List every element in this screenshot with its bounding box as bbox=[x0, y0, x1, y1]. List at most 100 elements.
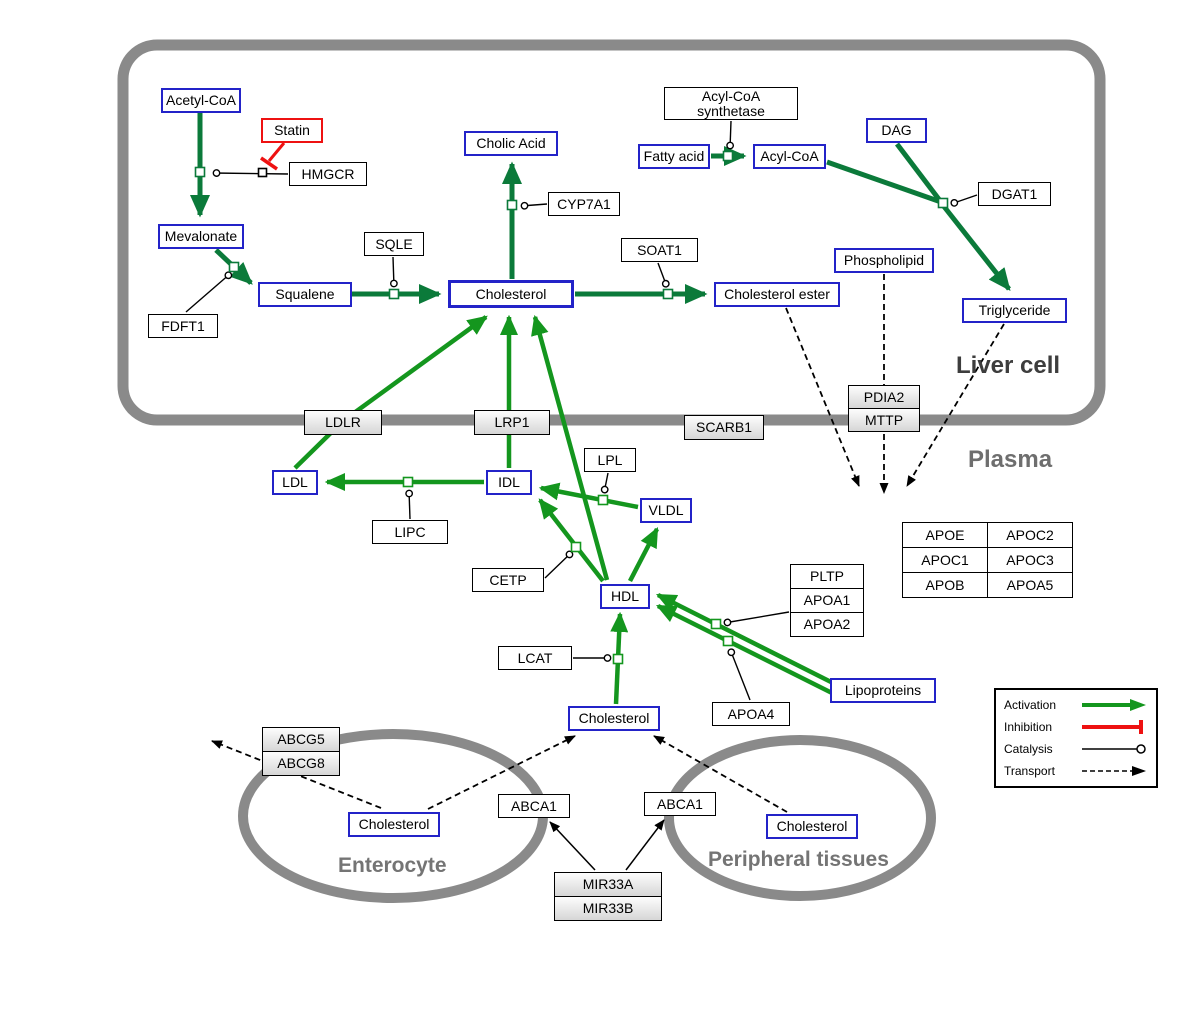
node-lipoproteins[interactable]: Lipoproteins bbox=[830, 678, 936, 703]
transport-cholesterol-ester-to-plasma bbox=[785, 307, 860, 487]
anchor-acyl-coa-synthetase bbox=[722, 150, 734, 162]
edge-acylcoa-to-dgat-junction bbox=[826, 159, 942, 205]
node-acyl-coa[interactable]: Acyl-CoA bbox=[753, 144, 826, 169]
node-apoc1[interactable]: APOC1 bbox=[902, 547, 988, 573]
catalysis-circle-icon bbox=[1082, 744, 1146, 754]
edge-hdl-to-idl bbox=[538, 498, 605, 583]
node-fatty-acid[interactable]: Fatty acid bbox=[638, 144, 710, 169]
plasma-label: Plasma bbox=[968, 446, 1053, 473]
node-apoc2[interactable]: APOC2 bbox=[987, 522, 1073, 548]
statin-inhibition-line bbox=[267, 142, 286, 162]
liver-conversion-edges bbox=[190, 113, 1011, 304]
node-acetyl-coa[interactable]: Acetyl-CoA bbox=[161, 88, 241, 113]
anchor-apoa-group bbox=[710, 618, 722, 630]
node-sqle[interactable]: SQLE bbox=[364, 232, 424, 256]
node-cholic-acid[interactable]: Cholic Acid bbox=[464, 131, 558, 156]
catalysis-acyl-coa-synthetase bbox=[726, 120, 735, 150]
catalysis-apoa4 bbox=[727, 648, 751, 701]
edge-hdl-to-liver-cholesterol bbox=[531, 314, 610, 581]
node-phospholipid[interactable]: Phospholipid bbox=[834, 248, 934, 273]
node-pltp[interactable]: PLTP bbox=[790, 564, 864, 589]
edge-junction-to-triglyceride bbox=[940, 202, 1011, 291]
anchor-cetp bbox=[570, 541, 582, 553]
anchor-hmgcr bbox=[194, 166, 206, 178]
peripheral-tissues-label: Peripheral tissues bbox=[708, 848, 889, 871]
node-apoc3[interactable]: APOC3 bbox=[987, 547, 1073, 573]
liver-cell-membrane bbox=[117, 39, 1106, 426]
transport-peripheral-to-plasma-cholesterol bbox=[653, 735, 788, 813]
catalysis-soat1 bbox=[657, 262, 670, 288]
transport-edges bbox=[211, 274, 1005, 813]
legend-inhibition-label: Inhibition bbox=[1004, 720, 1053, 734]
anchor-apoa4 bbox=[722, 635, 734, 647]
node-apoe[interactable]: APOE bbox=[902, 522, 988, 548]
node-scarb1[interactable]: SCARB1 bbox=[684, 415, 764, 440]
node-ldlr[interactable]: LDLR bbox=[304, 410, 382, 435]
node-mttp[interactable]: MTTP bbox=[848, 408, 920, 432]
node-pdia2[interactable]: PDIA2 bbox=[848, 385, 920, 409]
node-cholesterol-peripheral[interactable]: Cholesterol bbox=[766, 814, 858, 839]
edge-lipoproteins-to-hdl-upper bbox=[655, 592, 835, 686]
catalysis-dgat1 bbox=[950, 194, 978, 207]
node-apoa4[interactable]: APOA4 bbox=[712, 702, 790, 726]
node-cetp[interactable]: CETP bbox=[472, 568, 544, 592]
anchor-lipc bbox=[402, 476, 414, 488]
node-lrp1[interactable]: LRP1 bbox=[474, 410, 550, 435]
enterocyte-label: Enterocyte bbox=[338, 854, 447, 877]
node-cyp7a1[interactable]: CYP7A1 bbox=[548, 192, 620, 216]
node-cholesterol-enterocyte[interactable]: Cholesterol bbox=[348, 812, 440, 837]
catalysis-edges bbox=[185, 120, 978, 701]
catalysis-fdft1 bbox=[185, 271, 233, 313]
anchor-dgat1 bbox=[937, 197, 949, 209]
node-abca1-right[interactable]: ABCA1 bbox=[644, 792, 716, 816]
catalysis-lipc bbox=[405, 489, 414, 520]
catalysis-lpl bbox=[600, 472, 609, 494]
node-mevalonate[interactable]: Mevalonate bbox=[158, 224, 244, 249]
node-apoa1[interactable]: APOA1 bbox=[790, 588, 864, 613]
node-triglyceride[interactable]: Triglyceride bbox=[962, 298, 1067, 323]
catalysis-hmgcr bbox=[212, 169, 289, 177]
node-cholesterol-liver[interactable]: Cholesterol bbox=[448, 280, 574, 308]
edge-mir33-to-abca1-left bbox=[549, 821, 596, 871]
anchor-soat1 bbox=[662, 288, 674, 300]
node-idl[interactable]: IDL bbox=[486, 470, 532, 495]
mir33-edges bbox=[549, 819, 665, 871]
node-dag[interactable]: DAG bbox=[866, 118, 927, 143]
node-lpl[interactable]: LPL bbox=[584, 448, 636, 472]
node-cholesterol-ester[interactable]: Cholesterol ester bbox=[714, 282, 840, 307]
node-apoa2[interactable]: APOA2 bbox=[790, 612, 864, 637]
node-ldl[interactable]: LDL bbox=[272, 470, 318, 495]
node-acyl-coa-synthetase[interactable]: Acyl-CoA synthetase bbox=[664, 87, 798, 120]
node-soat1[interactable]: SOAT1 bbox=[621, 238, 698, 262]
node-fdft1[interactable]: FDFT1 bbox=[148, 314, 218, 338]
anchor-cyp7a1 bbox=[506, 199, 518, 211]
legend-row-catalysis: Catalysis bbox=[1004, 739, 1148, 759]
node-statin[interactable]: Statin bbox=[261, 118, 323, 143]
node-vldl[interactable]: VLDL bbox=[640, 498, 692, 523]
edge-vldl-to-idl bbox=[538, 482, 639, 510]
edge-dag-to-dgat-junction bbox=[895, 142, 943, 204]
node-abcg8[interactable]: ABCG8 bbox=[262, 751, 340, 776]
anchor-sqle bbox=[388, 288, 400, 300]
legend-activation-label: Activation bbox=[1004, 698, 1057, 712]
node-lipc[interactable]: LIPC bbox=[372, 520, 448, 544]
node-hmgcr[interactable]: HMGCR bbox=[289, 162, 367, 186]
node-squalene[interactable]: Squalene bbox=[258, 282, 352, 307]
node-apoa5[interactable]: APOA5 bbox=[987, 572, 1073, 598]
node-hdl[interactable]: HDL bbox=[600, 584, 650, 609]
catalysis-apoa-group bbox=[723, 611, 790, 627]
legend-row-activation: Activation bbox=[1004, 695, 1148, 715]
node-mir33a[interactable]: MIR33A bbox=[554, 872, 662, 897]
node-abcg5[interactable]: ABCG5 bbox=[262, 727, 340, 752]
node-lcat[interactable]: LCAT bbox=[498, 646, 572, 670]
statin-inhibition-tbar bbox=[260, 156, 278, 171]
node-dgat1[interactable]: DGAT1 bbox=[978, 182, 1051, 206]
catalysis-cyp7a1 bbox=[520, 201, 548, 210]
node-abca1-left[interactable]: ABCA1 bbox=[498, 794, 570, 818]
node-mir33b[interactable]: MIR33B bbox=[554, 896, 662, 921]
node-cholesterol-plasma[interactable]: Cholesterol bbox=[568, 706, 660, 731]
inhibition-tbar-icon bbox=[1082, 720, 1143, 734]
node-apob[interactable]: APOB bbox=[902, 572, 988, 598]
